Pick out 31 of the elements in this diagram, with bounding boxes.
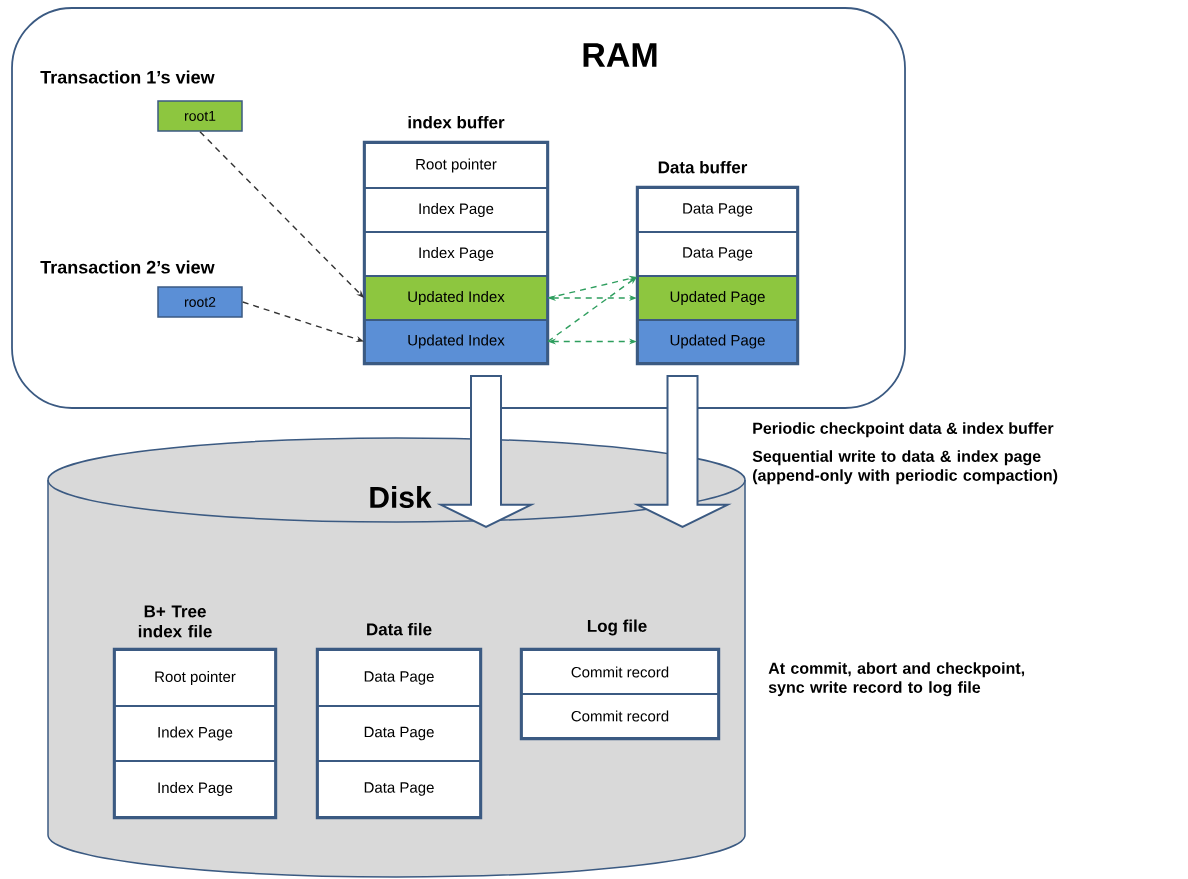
page-cell: Data Page xyxy=(317,705,481,762)
root-box: root1 xyxy=(157,100,243,132)
page-cell: Root pointer xyxy=(114,649,276,707)
block-arrow xyxy=(436,375,536,528)
note-text: Sequential write to data & index page (append-only with periodic compaction) xyxy=(752,450,1058,485)
page-cell: Data Page xyxy=(637,231,798,277)
note-text: Periodic checkpoint data & index buffer xyxy=(753,422,1054,438)
page-cell: Data Page xyxy=(317,649,481,707)
node-label: Data buffer xyxy=(658,160,748,174)
node-label: Log file xyxy=(587,619,647,636)
root-box: root2 xyxy=(157,286,243,318)
page-cell: Index Page xyxy=(364,187,548,233)
page-cell: Index Page xyxy=(114,760,276,818)
page-cell: Updated Page xyxy=(637,275,798,321)
node-label: Data file xyxy=(367,622,432,636)
page-cell: Commit record xyxy=(521,693,719,739)
page-cell: Updated Index xyxy=(364,275,548,321)
node-label: B+ Tree index file xyxy=(138,605,212,638)
page-cell: Commit record xyxy=(521,649,719,695)
page-cell: Data Page xyxy=(317,760,481,818)
page-cell: Updated Page xyxy=(637,319,798,364)
note-text: At commit, abort and checkpoint, sync write record to log file xyxy=(768,662,1025,697)
node-label: index buffer xyxy=(408,115,505,129)
page-cell: Updated Index xyxy=(364,319,548,364)
page-cell: Index Page xyxy=(114,705,276,762)
page-cell: Index Page xyxy=(364,231,548,277)
page-cell: Root pointer xyxy=(364,142,548,189)
page-cell: Data Page xyxy=(637,187,798,233)
view-heading: Transaction 1’s view xyxy=(40,70,215,84)
block-arrow xyxy=(633,375,732,528)
view-heading: Transaction 2’s view xyxy=(40,260,215,274)
